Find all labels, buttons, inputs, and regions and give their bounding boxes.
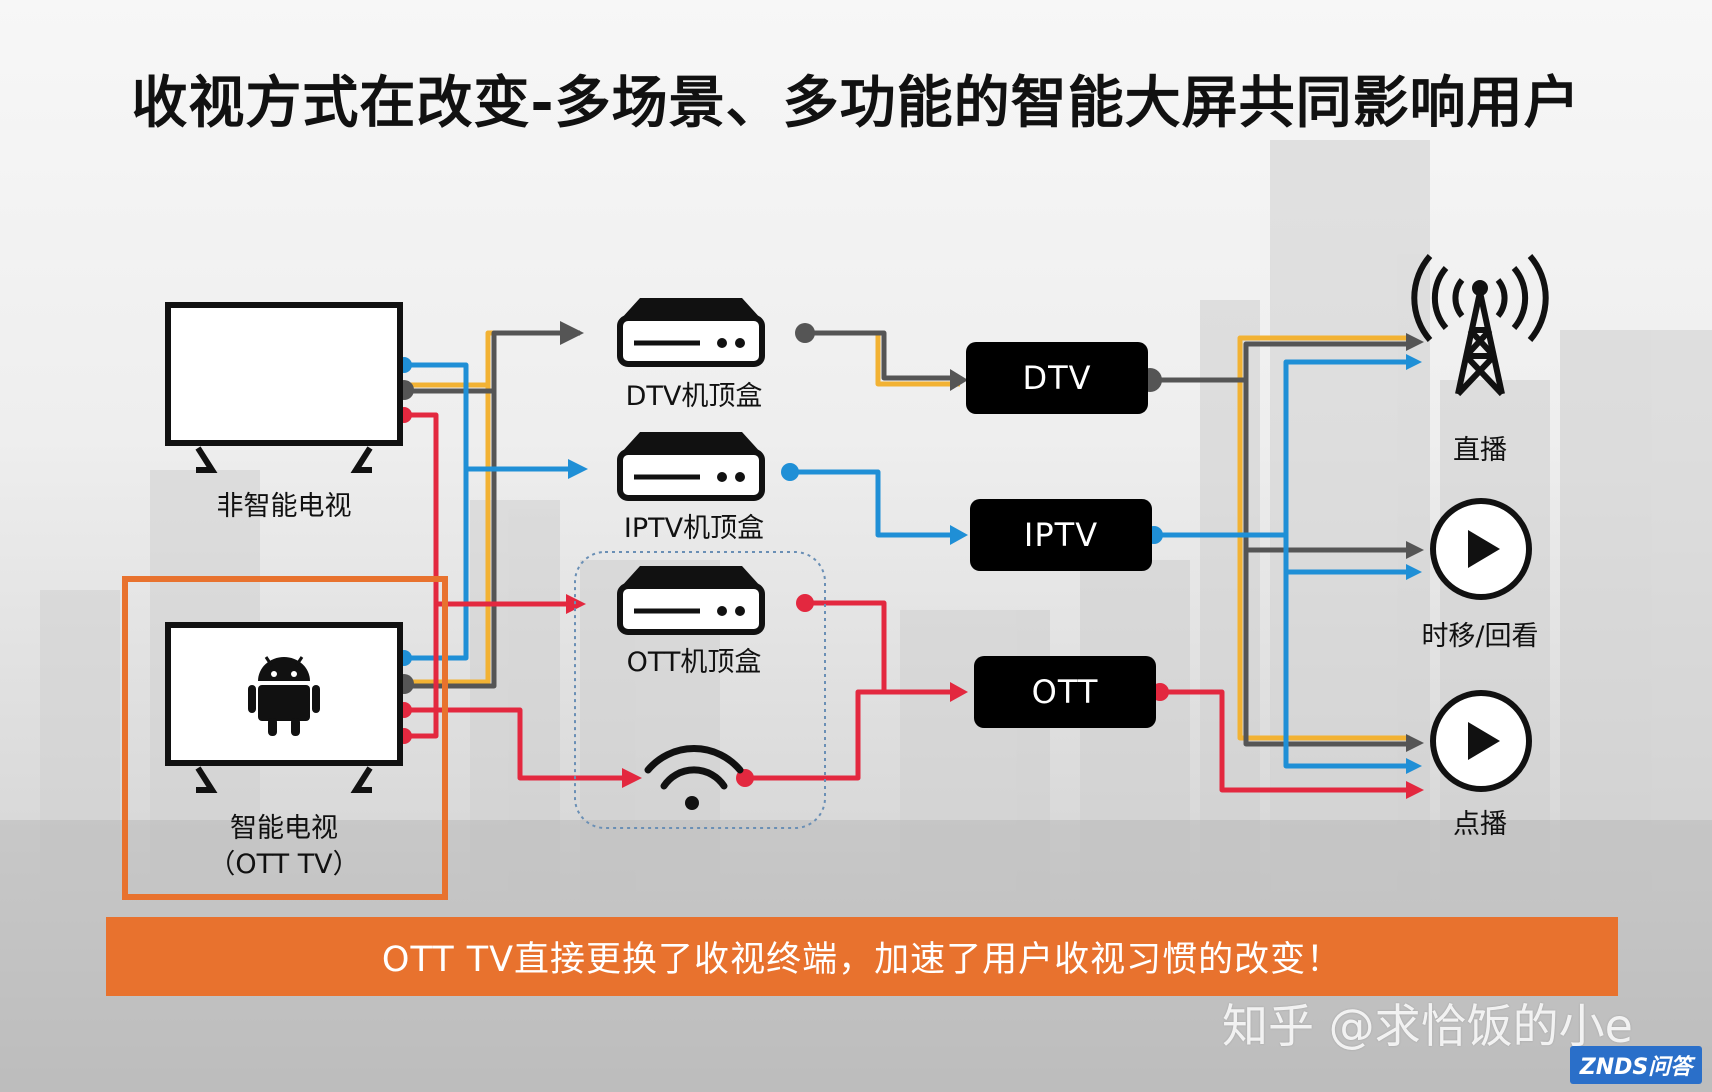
android-icon bbox=[248, 656, 320, 736]
arrow-dtv bbox=[950, 369, 968, 391]
tv-normal-label: 非智能电视 bbox=[216, 491, 352, 522]
dtv-box-label: DTV机顶盒 bbox=[625, 381, 763, 412]
znds-logo: ZNDS问答 bbox=[1570, 1046, 1702, 1084]
play-icon-timeshift bbox=[1430, 498, 1532, 600]
line-blue-iptv-vod bbox=[1283, 572, 1410, 769]
node-iptv: IPTV bbox=[970, 499, 1152, 571]
line-red-ottbox-ott bbox=[805, 600, 960, 695]
line-yellow-dtv-vod bbox=[1237, 380, 1410, 741]
arrow-iptvbox bbox=[568, 459, 588, 479]
service-timeshift-label: 时移/回看 bbox=[1421, 621, 1539, 652]
port-dtvbox bbox=[795, 323, 815, 343]
line-yellow-smart-tv bbox=[404, 333, 491, 685]
line-blue-normal-tv bbox=[404, 362, 570, 472]
ott-box-icon bbox=[617, 566, 765, 635]
conclusion-banner: OTT TV直接更换了收视终端，加速了用户收视习惯的改变！ bbox=[106, 917, 1618, 996]
arrow-iptv bbox=[950, 525, 968, 545]
antenna-tower-icon bbox=[1411, 254, 1549, 397]
tv-smart-label-line1: 智能电视 bbox=[230, 813, 338, 844]
port-iptvbox bbox=[781, 463, 799, 481]
arrow-vod-blue bbox=[1406, 758, 1422, 774]
port-wifi bbox=[736, 769, 754, 787]
line-blue-iptvbox-iptv bbox=[790, 469, 960, 538]
play-icon-vod bbox=[1430, 690, 1532, 792]
ott-box-label: OTT机顶盒 bbox=[626, 647, 762, 678]
line-gray-dtv-live bbox=[1150, 341, 1410, 383]
arrow-wifi bbox=[622, 768, 642, 788]
node-ott: OTT bbox=[974, 656, 1156, 728]
arrow-ott bbox=[950, 682, 968, 702]
iptv-box-icon bbox=[617, 432, 765, 501]
arrow-vod-red bbox=[1406, 781, 1424, 799]
line-blue-smart-tv bbox=[404, 469, 469, 661]
arrow-live-gray bbox=[1406, 333, 1424, 351]
line-red-smart-tv-box bbox=[404, 604, 439, 739]
arrow-vod-gray bbox=[1406, 734, 1424, 752]
line-red-ott-vod bbox=[1160, 689, 1410, 793]
line-gray-dtv-timeshift bbox=[1243, 380, 1410, 553]
iptv-box-label: IPTV机顶盒 bbox=[623, 513, 765, 544]
line-gray-normal-tv bbox=[404, 330, 580, 394]
line-gray-dtv-vod bbox=[1243, 550, 1410, 747]
line-blue-iptv-out bbox=[1150, 359, 1410, 538]
node-dtv: DTV bbox=[966, 342, 1148, 414]
page-title: 收视方式在改变-多场景、多功能的智能大屏共同影响用户 bbox=[131, 71, 1581, 136]
arrow-timeshift-blue bbox=[1406, 564, 1422, 580]
service-vod-label: 点播 bbox=[1453, 809, 1507, 840]
line-gray-dtvbox-dtv bbox=[805, 330, 960, 381]
dtv-box-icon bbox=[617, 298, 765, 367]
line-blue-iptv-timeshift bbox=[1283, 535, 1410, 575]
arrow-timeshift-gray bbox=[1406, 541, 1424, 559]
wifi-icon bbox=[644, 745, 744, 810]
zhihu-watermark: 知乎 @求恰饭的小e bbox=[1222, 999, 1633, 1053]
tv-smart-label-line2: （OTT TV） bbox=[208, 849, 360, 880]
line-red-normal-tv bbox=[404, 412, 568, 607]
arrow-dtvbox bbox=[560, 321, 584, 345]
arrow-live-blue bbox=[1406, 354, 1422, 370]
line-yellow-normal-tv bbox=[404, 330, 560, 388]
ott-group-outline bbox=[574, 551, 826, 829]
service-live-label: 直播 bbox=[1453, 435, 1507, 466]
port-ottbox bbox=[796, 594, 814, 612]
smart-tv-highlight bbox=[122, 576, 448, 900]
tv-normal-icon bbox=[165, 302, 403, 473]
line-red-wifi-ott bbox=[745, 689, 960, 781]
